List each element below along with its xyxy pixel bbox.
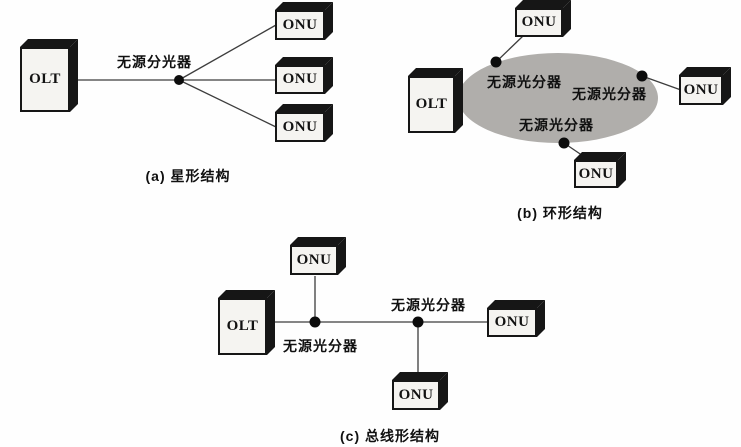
ring-splitter-label-2: 无源光分器 (572, 86, 647, 102)
star-onu-box-3: ONU (275, 112, 325, 142)
fiber-line (495, 35, 524, 63)
bus-splitter-label-2: 无源光分器 (391, 297, 466, 313)
olt-label: OLT (29, 71, 61, 87)
onu-label: ONU (683, 81, 719, 98)
onu-label: ONU (282, 16, 318, 33)
ring-ellipse (458, 53, 658, 143)
ring-splitter-label-3: 无源光分器 (519, 117, 594, 133)
bus-onu-box-bottom: ONU (392, 380, 440, 410)
onu-label: ONU (578, 165, 614, 182)
onu-label: ONU (296, 251, 332, 268)
fiber-line (178, 79, 277, 128)
ring-olt-box: OLT (408, 76, 455, 133)
onu-label: ONU (398, 386, 434, 403)
onu-label: ONU (521, 14, 557, 30)
ring-onu-box-top: ONU (515, 8, 563, 37)
ring-onu-box-right: ONU (679, 75, 723, 105)
star-onu-box-2: ONU (275, 65, 325, 94)
star-onu-box-1: ONU (275, 10, 325, 40)
ring-onu-box-bottom: ONU (574, 160, 618, 188)
onu-label: ONU (282, 71, 318, 87)
olt-label: OLT (226, 318, 259, 334)
bus-onu-box-top: ONU (290, 245, 338, 275)
splitter-dot (174, 75, 184, 85)
star-olt-box: OLT (20, 47, 70, 112)
star-caption: (a) 星形结构 (145, 168, 231, 184)
splitter-dot (636, 70, 648, 82)
splitter-dot (412, 316, 424, 328)
splitter-dot (490, 56, 502, 68)
bus-wiring (267, 276, 488, 381)
star-wiring (70, 24, 277, 128)
onu-label: ONU (282, 118, 318, 135)
ring-splitter-label-1: 无源光分器 (487, 74, 562, 90)
splitter-dot (558, 137, 570, 149)
splitter-dot (309, 316, 321, 328)
fiber-line (641, 75, 682, 91)
ring-caption: (b) 环形结构 (517, 205, 603, 221)
olt-label: OLT (415, 96, 448, 112)
ring-wiring (458, 35, 682, 163)
bus-splitter-label-1: 无源光分器 (283, 338, 358, 354)
onu-label: ONU (494, 314, 530, 330)
fiber-line (178, 24, 277, 81)
bus-onu-box-right: ONU (487, 308, 537, 337)
bus-caption: (c) 总线形结构 (340, 428, 440, 444)
bus-olt-box: OLT (218, 298, 267, 355)
star-splitter-label: 无源分光器 (117, 54, 192, 70)
